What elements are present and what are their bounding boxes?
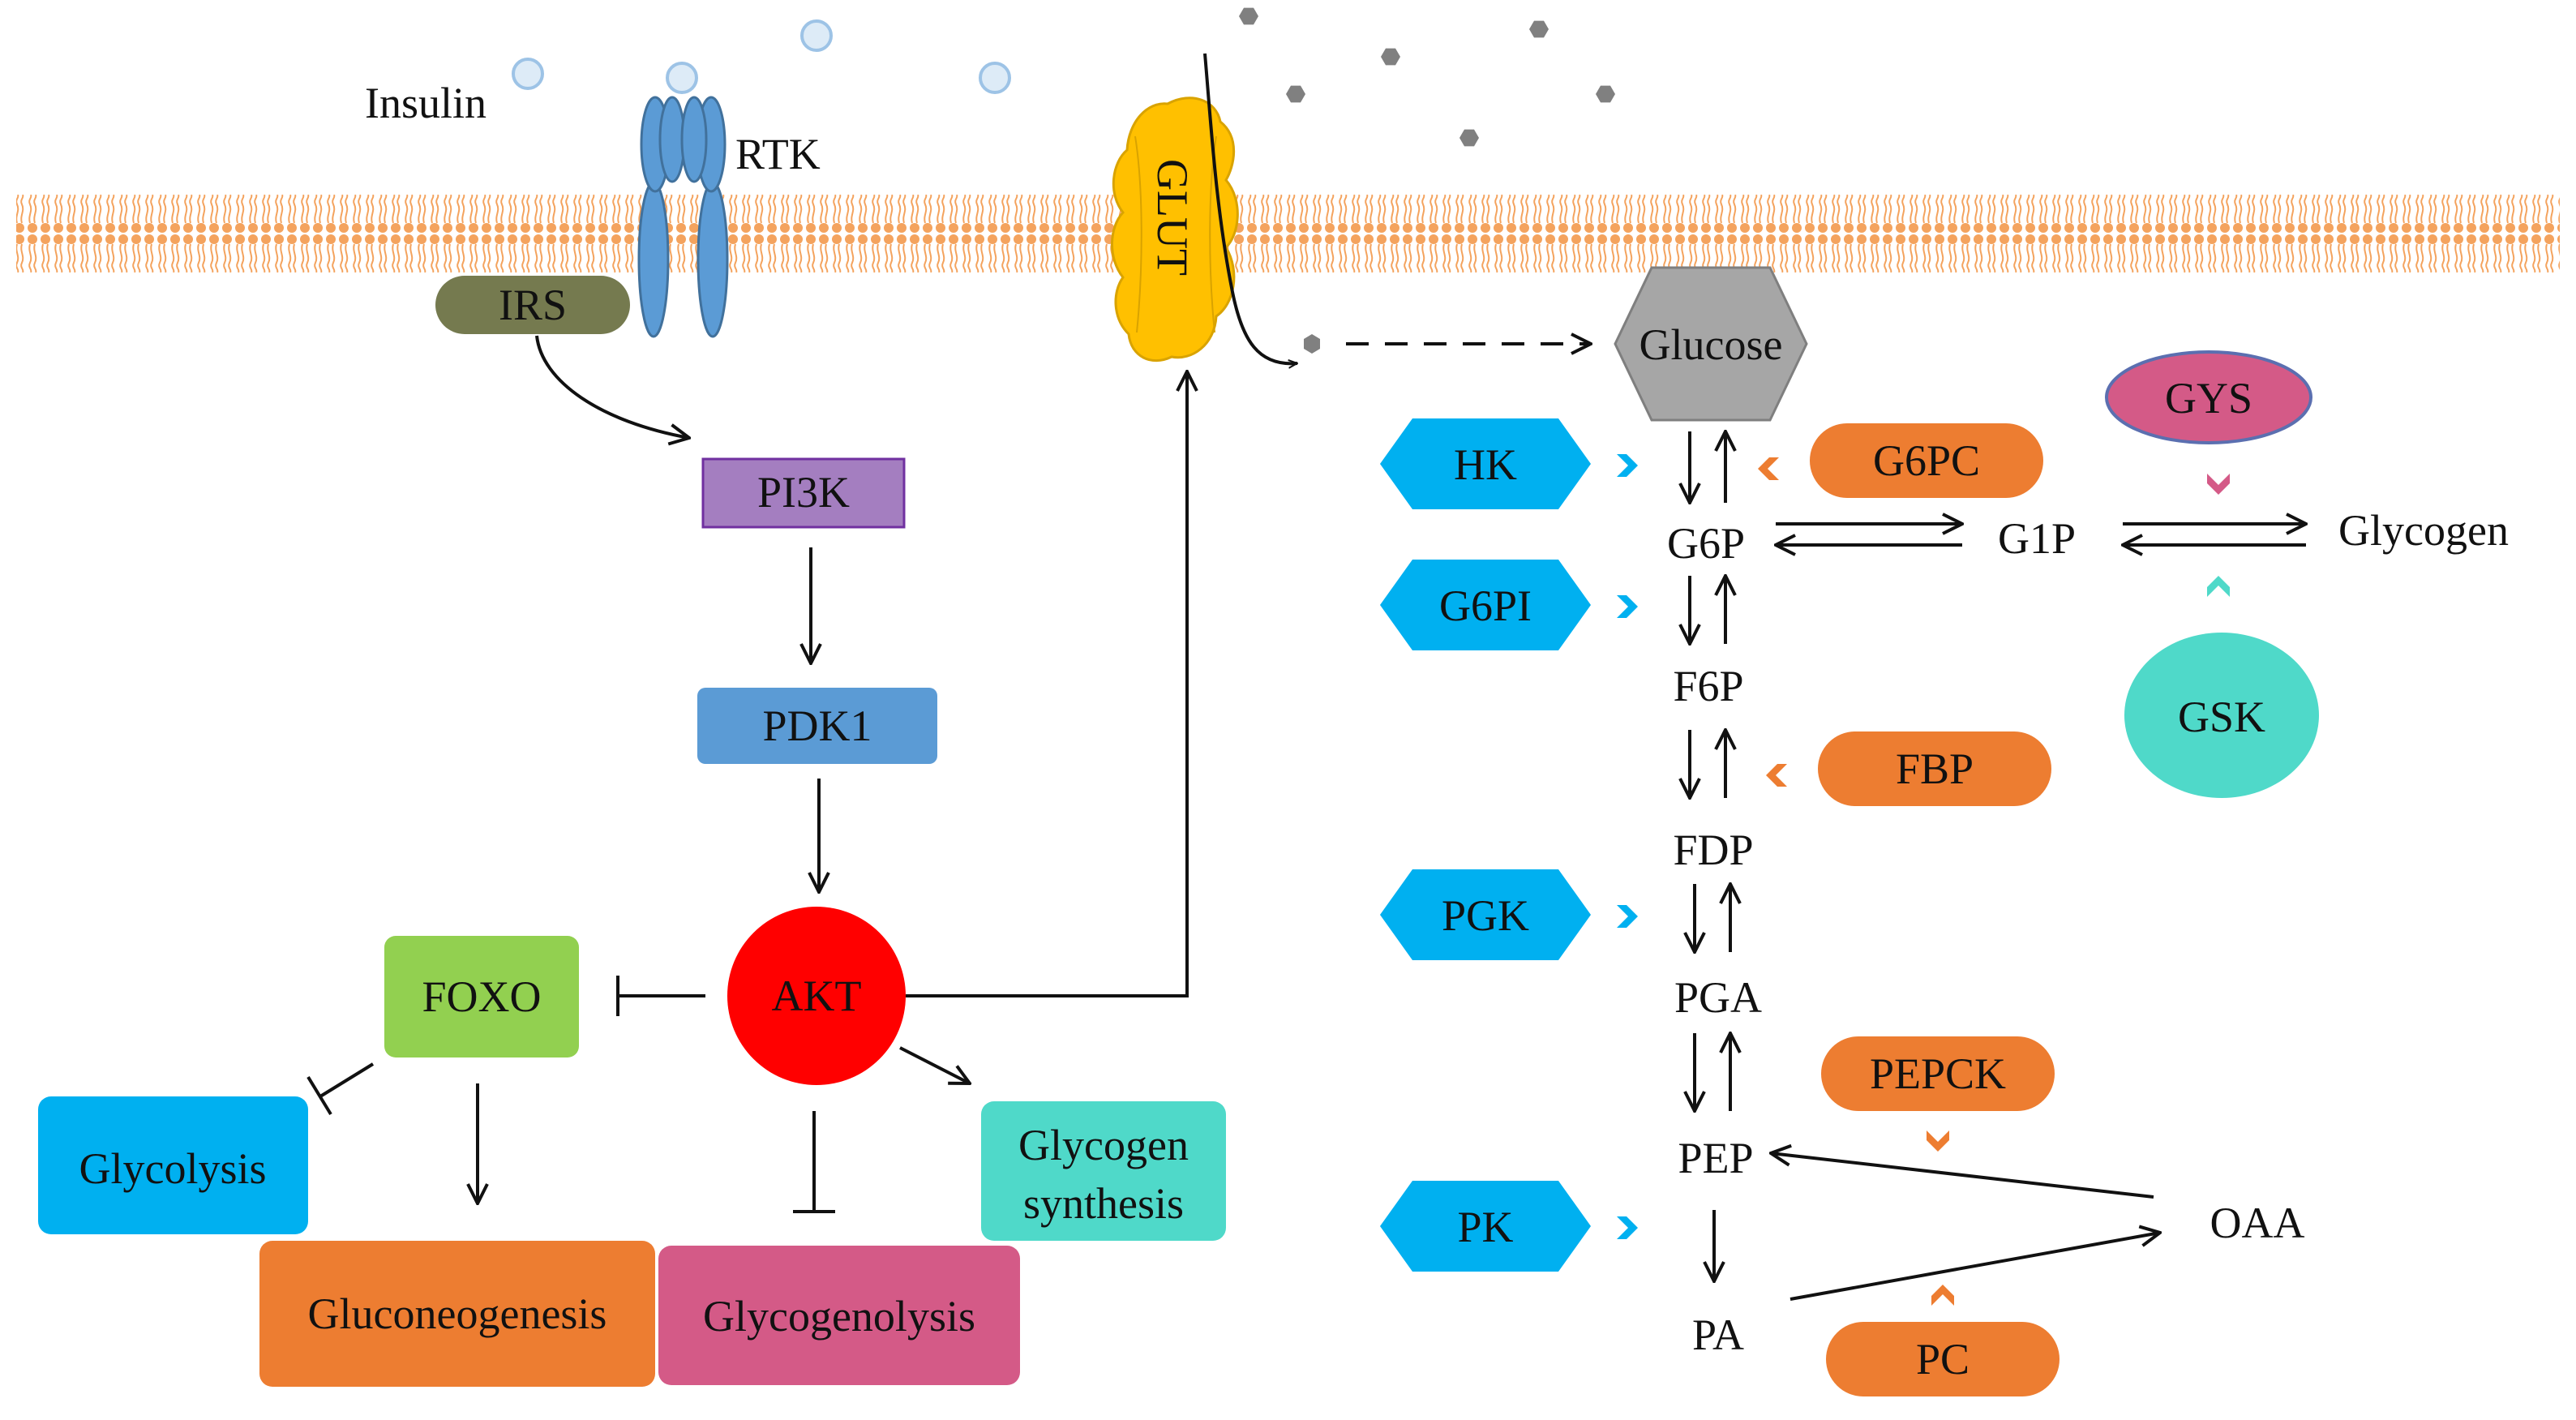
glucose-molecule <box>1381 48 1400 66</box>
enzyme-regulation-arrows <box>1617 454 2230 1306</box>
glucose-node <box>1614 266 1808 422</box>
regulation-arrow <box>1617 905 1638 928</box>
irs-to-pi3k-arrow <box>535 335 689 438</box>
glucose-molecule <box>1596 85 1615 103</box>
pk-label: PK <box>1457 1203 1513 1251</box>
regulation-arrow <box>1617 595 1638 618</box>
fbp-node <box>1818 731 2051 806</box>
g1p-label: G1P <box>1998 514 2076 563</box>
pk-node <box>1380 1181 1591 1272</box>
pathway-reversible-arrows <box>1690 431 1730 1111</box>
pepck-label: PEPCK <box>1870 1049 2006 1098</box>
regulation-arrow <box>1617 1216 1638 1239</box>
insulin-molecules <box>512 19 1011 94</box>
g6p-label: G6P <box>1667 519 1745 568</box>
g6pi-label: G6PI <box>1439 581 1532 630</box>
foxo-inhibits-glycolysis-bar <box>306 1075 332 1116</box>
glycogenolysis-label: Glycogenolysis <box>703 1292 975 1341</box>
glucose-molecule <box>1239 7 1258 25</box>
foxo-inhibits-glycolysis <box>319 1062 375 1098</box>
pdk1-node <box>697 688 937 764</box>
glut-label: GLUT <box>1148 159 1197 276</box>
pi3k-node <box>701 457 906 529</box>
g6pi-node <box>1380 560 1591 650</box>
glycogen-synthesis-label-line2: synthesis <box>1023 1179 1184 1228</box>
insulin-label: Insulin <box>365 79 486 127</box>
f6p-label: F6P <box>1673 662 1743 710</box>
glycogen-label: Glycogen <box>2338 506 2509 555</box>
regulation-arrow <box>1931 1285 1954 1306</box>
fbp-label: FBP <box>1896 744 1974 793</box>
glucose-molecule <box>1529 20 1549 38</box>
foxo-label: FOXO <box>422 972 541 1021</box>
glycolysis-label: Glycolysis <box>79 1144 266 1193</box>
glycogen-synthesis-label-line1: Glycogen <box>1018 1121 1189 1169</box>
akt-label: AKT <box>772 972 862 1020</box>
gsk-node <box>2124 633 2319 798</box>
rtk-receptor <box>637 96 729 338</box>
rtk-label: RTK <box>735 130 821 178</box>
pepck-node <box>1821 1036 2055 1111</box>
fdp-label: FDP <box>1673 826 1753 874</box>
hk-label: HK <box>1454 440 1517 489</box>
pgk-label: PGK <box>1442 891 1529 940</box>
gluconeogenesis-label: Gluconeogenesis <box>308 1289 607 1338</box>
pdk1-label: PDK1 <box>762 701 872 750</box>
oaa-to-pep-arrow <box>1771 1153 2154 1199</box>
pgk-node <box>1380 869 1591 960</box>
regulation-arrow <box>1758 457 1779 480</box>
glut-transporter <box>1111 97 1239 363</box>
regulation-arrow <box>1927 1130 1949 1152</box>
glycolytic-enzymes: HK G6PI PGK PK <box>1380 418 1591 1272</box>
gys-label: GYS <box>2165 374 2252 423</box>
regulation-arrow <box>2207 576 2230 597</box>
glucose-molecules <box>1239 7 1615 147</box>
pi3k-label: PI3K <box>757 468 850 517</box>
gluconeogenic-enzymes: G6PC FBP PEPCK PC <box>1810 423 2060 1396</box>
glucose-entry-arrow <box>1203 53 1297 363</box>
akt-to-glut-arrow <box>906 371 1187 997</box>
glycogenolysis-node <box>658 1246 1020 1385</box>
glucose-label: Glucose <box>1639 320 1783 369</box>
regulation-arrow <box>1617 454 1638 477</box>
pa-to-oaa-arrow <box>1789 1233 2160 1301</box>
glucose-molecule <box>1286 85 1305 103</box>
irs-node <box>435 276 630 334</box>
akt-to-glycogen-synthesis-arrow <box>899 1046 970 1083</box>
pc-node <box>1826 1322 2060 1396</box>
irs-label: IRS <box>499 281 567 329</box>
gsk-label: GSK <box>2178 693 2265 741</box>
hk-node <box>1380 418 1591 509</box>
regulation-arrow <box>1766 764 1787 787</box>
gys-node <box>2105 350 2312 444</box>
gluconeogenesis-node <box>259 1241 655 1387</box>
cell-membrane <box>16 195 2560 272</box>
glycolysis-node <box>38 1096 308 1234</box>
akt-node <box>727 907 906 1085</box>
g6pc-node <box>1810 423 2043 498</box>
g6pc-label: G6PC <box>1873 436 1980 485</box>
pa-label: PA <box>1692 1311 1744 1359</box>
oaa-label: OAA <box>2210 1199 2305 1247</box>
glucose-molecule <box>1459 129 1479 147</box>
foxo-node <box>384 936 579 1057</box>
regulation-arrow <box>2207 474 2230 495</box>
pc-label: PC <box>1916 1335 1970 1384</box>
pep-label: PEP <box>1678 1134 1753 1182</box>
glycogen-synthesis-node <box>981 1101 1226 1241</box>
glucose-entering-molecule <box>1304 334 1320 354</box>
pga-label: PGA <box>1674 973 1762 1022</box>
